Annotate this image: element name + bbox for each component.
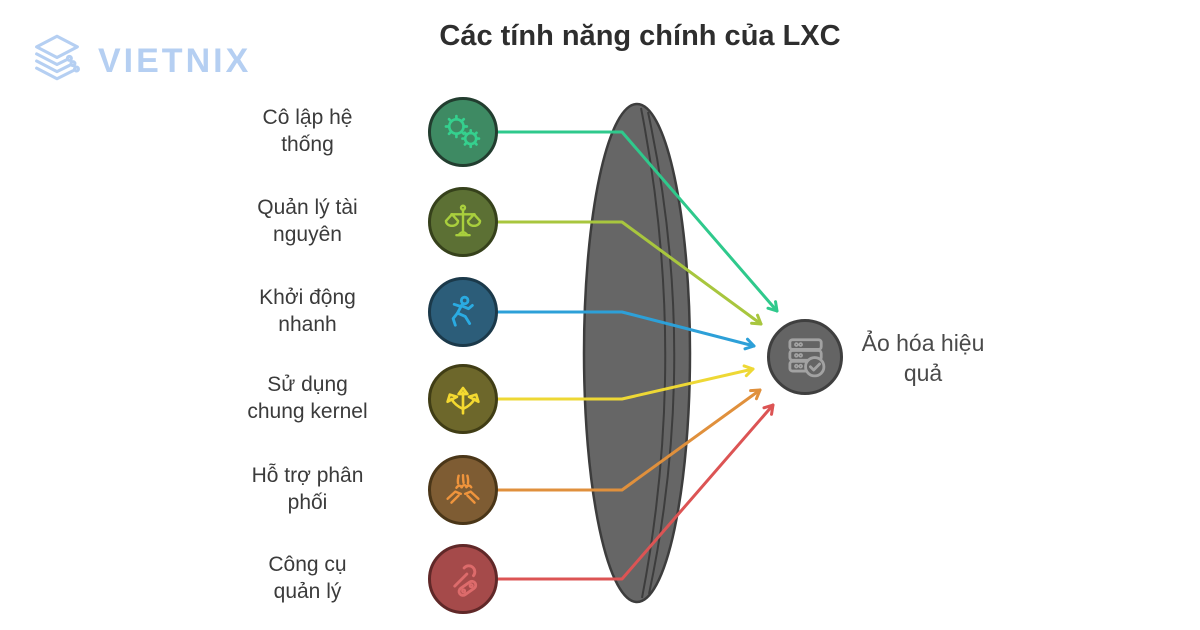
server-check-icon [788,338,826,378]
branch-arrows-icon [446,386,480,415]
connector-khoi-dong-nhanh [488,310,756,351]
vietnix-logo-icon [35,34,80,81]
connector-ho-tro-phan-phoi [488,388,762,492]
feature-circle-khoi-dong-nhanh [428,277,498,347]
connector-co-lap-he-thong [488,130,779,313]
hands-icon [446,473,480,504]
vietnix-logo-text: VIETNIX [98,41,252,80]
connector-cong-cu-quan-ly [488,403,775,581]
feature-circle-ho-tro-phan-phoi [428,455,498,525]
runner-icon [451,295,474,327]
vietnix-logo: VIETNIX [26,30,251,92]
lens-shape [582,102,692,604]
connector-quan-ly-tai-nguyen [488,220,763,326]
scales-icon [444,204,482,237]
feature-circle-su-dung-chung-kernel [428,364,498,434]
feature-circle-quan-ly-tai-nguyen [428,187,498,257]
tools-icon [453,564,478,597]
feature-circle-cong-cu-quan-ly [428,544,498,614]
gears-icon [444,114,481,149]
result-circle-ao-hoa-hieu-qua [767,319,843,395]
connector-su-dung-chung-kernel [488,364,755,401]
page-title: Các tính năng chính của LXC [439,20,841,52]
feature-circle-co-lap-he-thong [428,97,498,167]
